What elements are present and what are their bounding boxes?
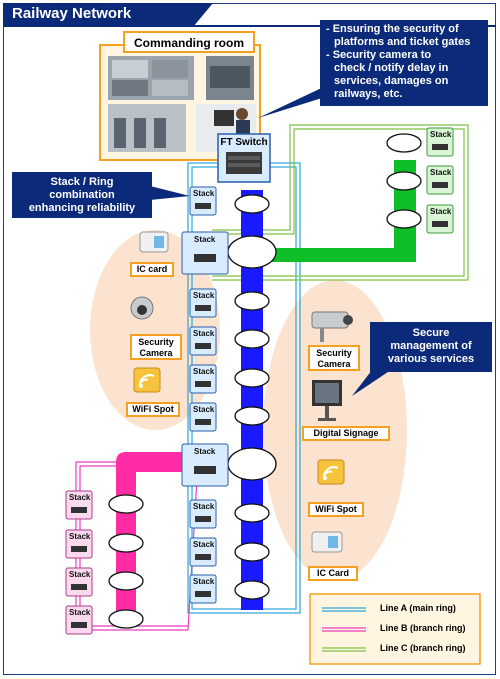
- stack-main-6[interactable]: Stack: [189, 499, 217, 529]
- stack-b-4[interactable]: Stack: [65, 605, 93, 635]
- digital-signage-icon: [312, 380, 342, 421]
- secure-callout-pointer: [352, 370, 388, 396]
- security-callout-line1: - Ensuring the security of: [326, 23, 459, 35]
- security-callout: - Ensuring the security of platforms and…: [320, 20, 488, 106]
- security-camera-right-label: Security Camera: [308, 345, 360, 371]
- svg-text:Stack: Stack: [430, 130, 452, 139]
- stack-c-1[interactable]: Stack: [426, 127, 454, 157]
- wifi-right-label: WiFi Spot: [308, 502, 364, 517]
- security-callout-line3: - Security camera to: [326, 49, 432, 61]
- legend-line-a-swatch: [322, 607, 366, 612]
- svg-text:Stack: Stack: [193, 329, 215, 338]
- security-camera-left-label: Security Camera: [130, 334, 182, 360]
- security-callout-line6: railways, etc.: [334, 88, 403, 100]
- ic-card-right-label: IC Card: [308, 566, 358, 581]
- svg-text:Stack: Stack: [193, 189, 215, 198]
- stack-c-2[interactable]: Stack: [426, 165, 454, 195]
- legend-line-a-label: Line A (main ring): [380, 603, 456, 613]
- commanding-room-label: Commanding room: [134, 36, 244, 50]
- svg-text:Stack: Stack: [69, 608, 91, 617]
- legend-line-c-swatch: [322, 647, 366, 652]
- stack-ring-line2: combination: [49, 189, 115, 201]
- ic-card-left-label: IC card: [130, 262, 174, 277]
- stack-b-1[interactable]: Stack: [65, 490, 93, 520]
- svg-text:Stack: Stack: [69, 570, 91, 579]
- security-camera-right-icon: [311, 311, 353, 342]
- wifi-left-icon: [133, 367, 161, 393]
- stack-main-2[interactable]: Stack: [189, 288, 217, 318]
- stack-main-7[interactable]: Stack: [189, 537, 217, 567]
- stack-ring-callout-pointer: [150, 186, 190, 200]
- branch-b-nodes: [108, 494, 144, 629]
- security-callout-pointer: [258, 84, 330, 118]
- legend-line-c-label: Line C (branch ring): [380, 643, 466, 653]
- commanding-room-title-box: [123, 31, 255, 53]
- stack-c-3[interactable]: Stack: [426, 204, 454, 234]
- ic-card-reader-right-icon: [311, 531, 343, 553]
- wifi-right-icon: [317, 459, 345, 485]
- line-c-ring: [212, 124, 469, 281]
- stack-ring-callout: Stack / Ring combination enhancing relia…: [12, 172, 152, 218]
- stack-ring-line1: Stack / Ring: [50, 176, 114, 188]
- security-callout-line2: platforms and ticket gates: [334, 36, 471, 48]
- security-callout-line4: check / notify delay in: [334, 62, 449, 74]
- secure-line1: Secure: [412, 327, 450, 339]
- security-callout-line5: services, damages on: [334, 75, 449, 87]
- stack-main-big-1[interactable]: Stack: [181, 231, 229, 275]
- ft-switch-label: FT Switch: [220, 137, 268, 148]
- svg-text:Stack: Stack: [430, 168, 452, 177]
- branch-c-bar: [262, 160, 416, 262]
- stack-main-8[interactable]: Stack: [189, 574, 217, 604]
- digital-signage-label: Digital Signage: [302, 426, 390, 441]
- legend-line-b-swatch: [322, 627, 366, 632]
- svg-text:Stack: Stack: [194, 447, 216, 456]
- security-camera-left-icon: [130, 296, 154, 320]
- svg-text:Stack: Stack: [194, 235, 216, 244]
- stack-main-5[interactable]: Stack: [189, 402, 217, 432]
- legend-line-b-label: Line B (branch ring): [380, 623, 466, 633]
- stack-b-2[interactable]: Stack: [65, 529, 93, 559]
- svg-text:Stack: Stack: [193, 291, 215, 300]
- secure-line3: various services: [387, 353, 475, 365]
- stack-b-3[interactable]: Stack: [65, 567, 93, 597]
- wifi-left-label: WiFi Spot: [126, 402, 180, 417]
- svg-text:Stack: Stack: [430, 207, 452, 216]
- legend-box: [309, 593, 481, 665]
- svg-text:Stack: Stack: [69, 532, 91, 541]
- secure-callout: Secure management of various services: [370, 322, 492, 372]
- svg-text:Stack: Stack: [193, 540, 215, 549]
- main-ring-nodes: [227, 194, 277, 600]
- svg-text:Stack: Stack: [193, 577, 215, 586]
- svg-text:Stack: Stack: [193, 405, 215, 414]
- svg-text:Stack: Stack: [69, 493, 91, 502]
- stack-ring-line3: enhancing reliability: [28, 202, 136, 214]
- svg-text:Stack: Stack: [193, 502, 215, 511]
- stack-main-3[interactable]: Stack: [189, 326, 217, 356]
- secure-line2: management of: [390, 340, 472, 352]
- page-title: Railway Network: [12, 5, 132, 22]
- ic-card-reader-icon: [139, 231, 169, 253]
- stack-main-1[interactable]: Stack: [189, 186, 217, 216]
- stack-main-big-2[interactable]: Stack: [181, 443, 229, 487]
- branch-c-nodes: [386, 133, 422, 229]
- svg-text:Stack: Stack: [193, 367, 215, 376]
- stack-main-4[interactable]: Stack: [189, 364, 217, 394]
